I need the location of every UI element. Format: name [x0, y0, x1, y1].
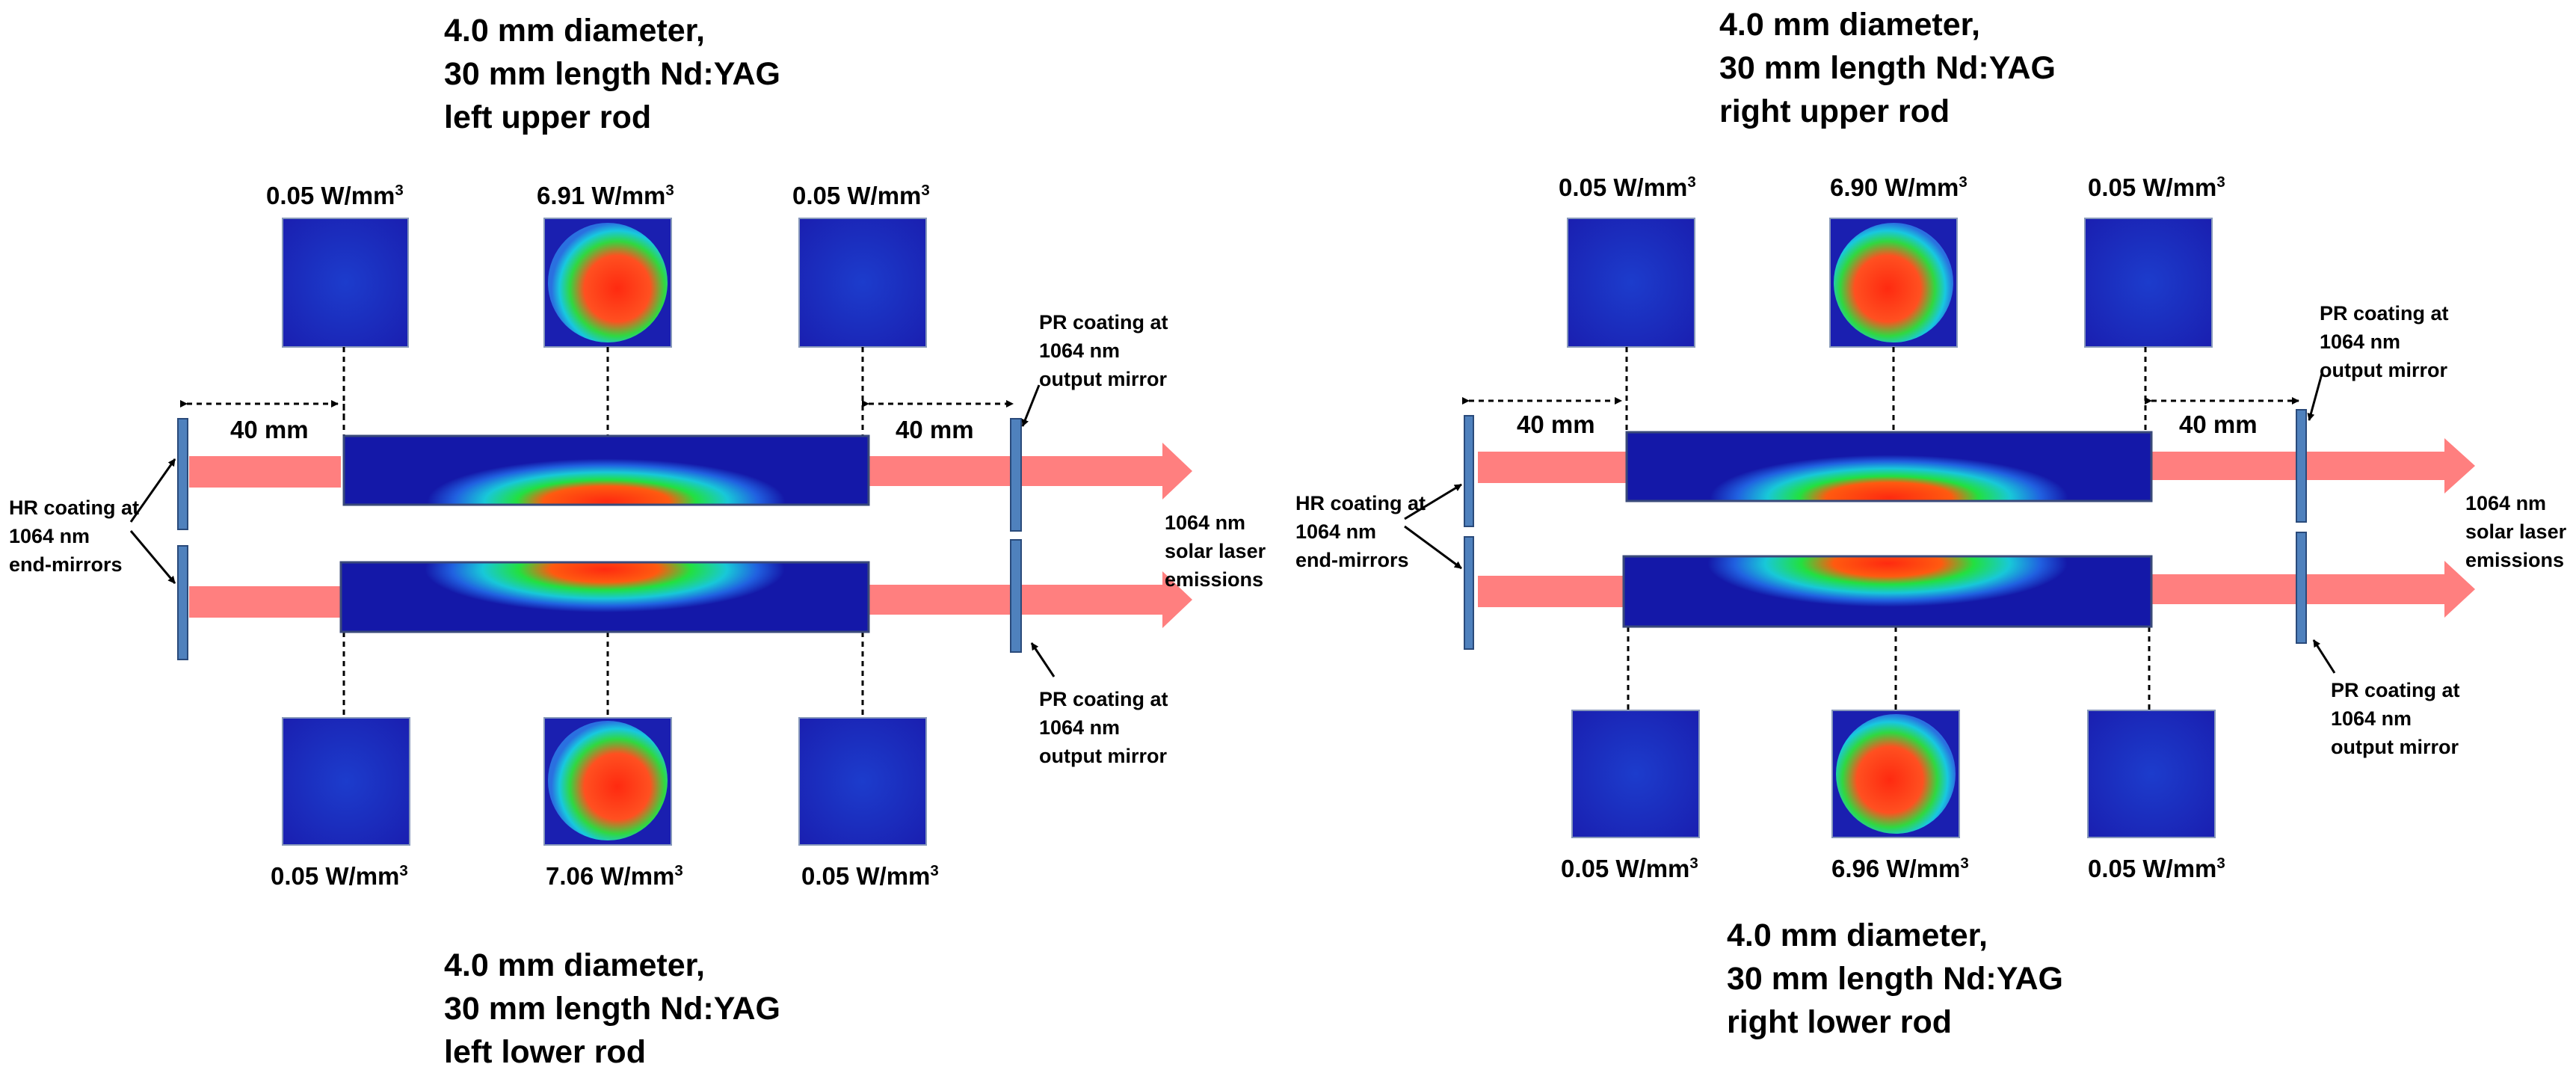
beam-upper-input [1478, 452, 1626, 483]
power-density-upper-left: 0.05 W/mm3 [1559, 173, 1696, 201]
power-density-upper-center: 6.90 W/mm3 [1830, 173, 1968, 201]
hr-mirror-upper [1464, 415, 1474, 527]
upper-rod-body [1625, 431, 2153, 502]
lower-rod-title: 4.0 mm diameter, 30 mm length Nd:YAG rig… [1727, 914, 2063, 1044]
upper-rod-body [342, 434, 870, 506]
beam-lower-input [1478, 576, 1626, 607]
lower-rod-body [1622, 555, 2153, 628]
upper-rod-title-line1: 4.0 mm diameter, [444, 13, 705, 49]
pump-profile-lower-center [1836, 714, 1956, 834]
power-density-upper-right: 0.05 W/mm3 [2088, 173, 2225, 201]
emission-label: 1064 nm solar laser emissions [2465, 492, 2567, 571]
section-connectors [1625, 347, 2151, 710]
beam-upper-output [2151, 438, 2475, 494]
hr-mirror-upper [177, 418, 188, 530]
section-connectors [342, 347, 864, 718]
pr-coating-lower-label: PR coating at 1064 nm output mirror [1039, 688, 1168, 767]
lower-rod-title-line1: 4.0 mm diameter, [444, 947, 705, 983]
power-density-lower-right: 0.05 W/mm3 [2088, 855, 2225, 882]
lower-rod-title-line2: 30 mm length Nd:YAG [1727, 961, 2063, 997]
left-schematic [129, 218, 1192, 846]
annotation-arrows [1404, 373, 2336, 674]
cross-section-upper-right [798, 218, 927, 348]
pr-mirror-lower [2296, 532, 2307, 644]
cross-section-upper-left [282, 218, 409, 348]
power-density-lower-left: 0.05 W/mm3 [1561, 855, 1698, 882]
cross-section-lower-right [798, 717, 927, 846]
pump-profile-lower-center [548, 721, 668, 840]
cross-section-lower-left [1571, 710, 1700, 838]
pr-coating-upper-label: PR coating at 1064 nm output mirror [2320, 302, 2449, 381]
pump-profile-upper-center [548, 223, 668, 342]
lower-rod-title-line3: left lower rod [444, 1034, 646, 1070]
beam-lower-input [189, 586, 341, 618]
lower-rod-title-line1: 4.0 mm diameter, [1727, 917, 1988, 953]
right-laser-panel: 4.0 mm diameter, 30 mm length Nd:YAG rig… [1288, 0, 2576, 1076]
pump-profile-upper-center [1834, 223, 1953, 342]
cross-section-lower-left [282, 717, 410, 846]
cross-section-lower-right [2087, 710, 2216, 838]
right-schematic [1404, 218, 2475, 838]
upper-rod-title-line2: 30 mm length Nd:YAG [1719, 50, 2056, 86]
pr-coating-upper-label: PR coating at 1064 nm output mirror [1039, 311, 1168, 390]
beam-lower-output [2151, 561, 2475, 618]
upper-rod-title-line1: 4.0 mm diameter, [1719, 7, 1980, 43]
pr-mirror-upper [2296, 409, 2307, 523]
distance-label-right: 40 mm [2179, 411, 2258, 438]
lower-rod-body [339, 561, 870, 633]
pr-mirror-upper [1010, 418, 1022, 532]
pr-coating-lower-label: PR coating at 1064 nm output mirror [2331, 679, 2460, 758]
power-density-lower-left: 0.05 W/mm3 [271, 862, 408, 890]
emission-label: 1064 nm solar laser emissions [1165, 511, 1266, 591]
upper-rod-title-line3: right upper rod [1719, 93, 1950, 129]
upper-rod-title: 4.0 mm diameter, 30 mm length Nd:YAG rig… [1719, 3, 2056, 133]
lower-rod-title-line3: right lower rod [1727, 1004, 1952, 1040]
annotation-arrows [129, 384, 1056, 677]
power-density-lower-right: 0.05 W/mm3 [801, 862, 939, 890]
pr-mirror-lower [1010, 539, 1022, 653]
power-density-lower-center: 7.06 W/mm3 [546, 862, 683, 890]
beam-upper-output [869, 443, 1192, 499]
lower-rod-title: 4.0 mm diameter, 30 mm length Nd:YAG lef… [444, 944, 780, 1074]
upper-rod-title-line2: 30 mm length Nd:YAG [444, 56, 780, 92]
beam-upper-input [189, 456, 341, 488]
power-density-upper-left: 0.05 W/mm3 [266, 182, 404, 209]
lower-rod-title-line2: 30 mm length Nd:YAG [444, 991, 780, 1027]
beam-lower-output [869, 571, 1192, 628]
distance-label-left: 40 mm [1517, 411, 1595, 438]
distance-label-right: 40 mm [896, 416, 974, 443]
upper-rod-title-line3: left upper rod [444, 99, 652, 135]
hr-coating-label: HR coating at 1064 nm end-mirrors [9, 497, 140, 576]
hr-coating-label: HR coating at 1064 nm end-mirrors [1295, 492, 1426, 571]
power-density-upper-center: 6.91 W/mm3 [537, 182, 674, 209]
cross-section-upper-left [1567, 218, 1695, 348]
power-density-upper-right: 0.05 W/mm3 [792, 182, 930, 209]
left-laser-panel: 4.0 mm diameter, 30 mm length Nd:YAG lef… [9, 9, 1266, 1074]
cross-section-upper-right [2084, 218, 2213, 348]
power-density-lower-center: 6.96 W/mm3 [1831, 855, 1969, 882]
hr-mirror-lower [177, 545, 188, 660]
hr-mirror-lower [1464, 536, 1474, 650]
upper-rod-title: 4.0 mm diameter, 30 mm length Nd:YAG lef… [444, 9, 780, 139]
distance-label-left: 40 mm [230, 416, 309, 443]
